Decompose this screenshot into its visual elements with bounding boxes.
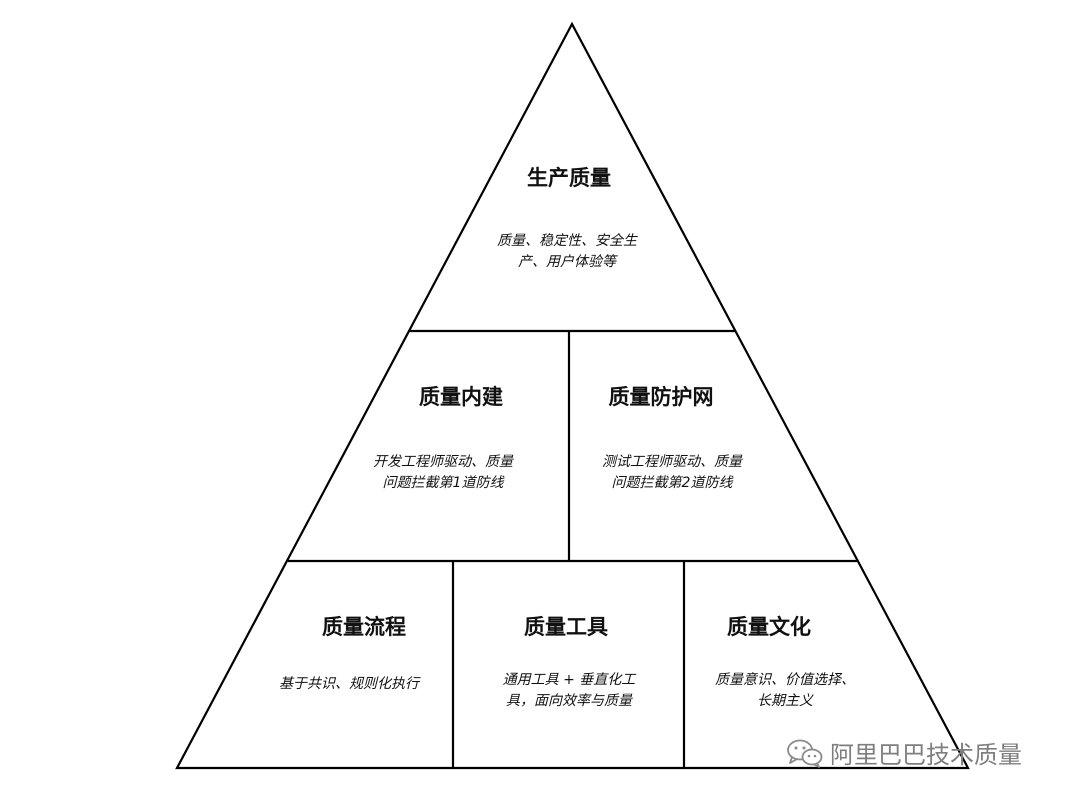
desc-line: 具，面向效率与质量 [506, 693, 632, 709]
block-title-production-quality: 生产质量 [527, 166, 611, 190]
desc-line: 测试工程师驱动、质量 [602, 454, 742, 470]
block-desc-built-in-quality: 开发工程师驱动、质量 问题拦截第1道防线 [343, 452, 543, 494]
desc-line: 质量、稳定性、安全生 [497, 233, 637, 249]
desc-line: 基于共识、规则化执行 [279, 676, 419, 692]
desc-line: 问题拦截第2道防线 [611, 475, 733, 491]
block-desc-quality-process: 基于共识、规则化执行 [249, 674, 449, 695]
block-desc-quality-tools: 通用工具 + 垂直化工 具，面向效率与质量 [469, 670, 669, 712]
desc-line: 质量意识、价值选择、 [715, 672, 855, 688]
block-desc-quality-safety-net: 测试工程师驱动、质量 问题拦截第2道防线 [572, 452, 772, 494]
pyramid-triangle [175, 21, 970, 770]
block-desc-quality-culture: 质量意识、价值选择、 长期主义 [685, 670, 885, 712]
block-desc-production-quality: 质量、稳定性、安全生 产、用户体验等 [467, 231, 667, 273]
desc-line: 长期主义 [757, 693, 813, 709]
desc-line: 通用工具 + 垂直化工 [502, 672, 636, 688]
block-title-quality-culture: 质量文化 [727, 615, 811, 639]
block-title-quality-tools: 质量工具 [524, 615, 608, 639]
block-title-built-in-quality: 质量内建 [419, 385, 503, 409]
watermark: 阿里巴巴技术质量 [786, 735, 1022, 770]
desc-line: 问题拦截第1道防线 [382, 475, 504, 491]
desc-line: 开发工程师驱动、质量 [373, 454, 513, 470]
desc-line: 产、用户体验等 [518, 254, 616, 270]
watermark-text: 阿里巴巴技术质量 [830, 741, 1022, 769]
block-title-quality-process: 质量流程 [322, 615, 406, 639]
block-title-quality-safety-net: 质量防护网 [608, 385, 714, 409]
wechat-icon [786, 738, 824, 768]
